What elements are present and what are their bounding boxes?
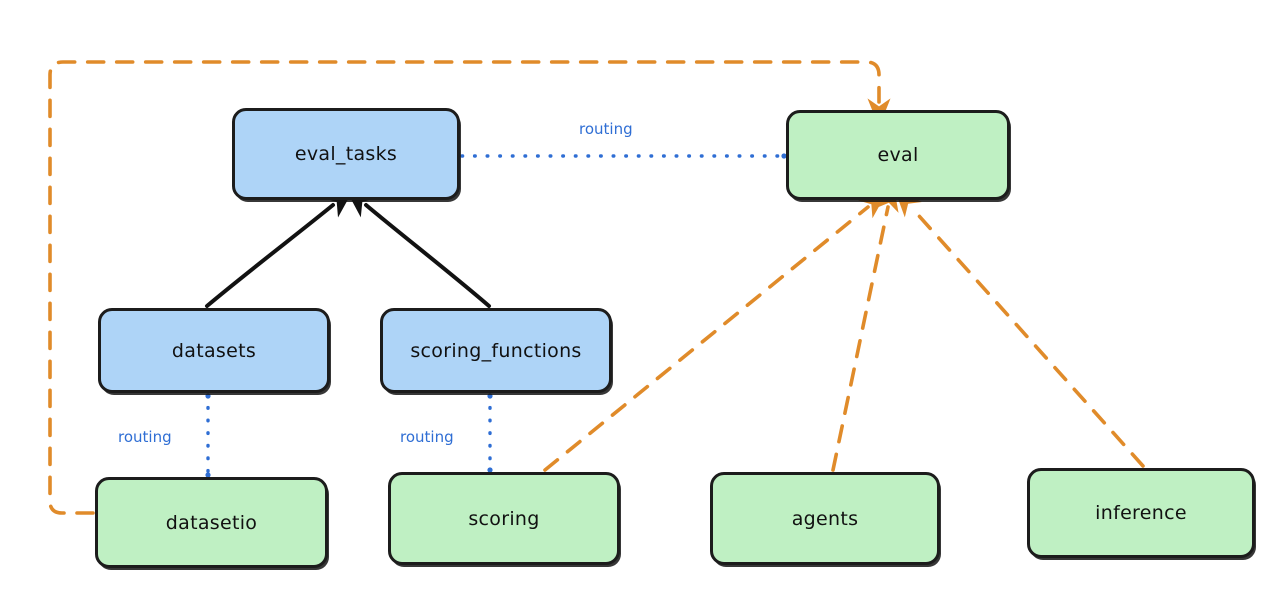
edge-label-routing-scoring-functions: routing bbox=[400, 428, 454, 446]
node-label-eval: eval bbox=[877, 144, 919, 166]
node-label-datasets: datasets bbox=[171, 339, 257, 362]
node-eval[interactable]: eval bbox=[786, 110, 1010, 200]
node-label-datasetio: datasetio bbox=[165, 511, 258, 534]
edge-datasets-eval-tasks bbox=[205, 187, 355, 308]
node-label-eval-tasks: eval_tasks bbox=[294, 143, 398, 165]
edge-routing-scoring-functions-scoring bbox=[487, 393, 493, 473]
node-inference[interactable]: inference bbox=[1027, 468, 1255, 558]
node-label-agents: agents bbox=[791, 507, 859, 530]
edge-routing-eval-tasks-eval bbox=[460, 153, 787, 159]
edge-routing-datasets-datasetio bbox=[205, 393, 211, 478]
node-label-scoring: scoring bbox=[468, 507, 540, 530]
node-eval-tasks[interactable]: eval_tasks bbox=[232, 108, 460, 200]
edge-scoring-eval bbox=[543, 191, 888, 472]
edge-scoring-functions-eval-tasks bbox=[344, 186, 491, 308]
edge-label-routing-datasets: routing bbox=[118, 428, 172, 446]
node-scoring[interactable]: scoring bbox=[388, 472, 620, 565]
node-label-inference: inference bbox=[1095, 502, 1187, 524]
edge-datasetio-eval bbox=[48, 60, 891, 515]
edge-label-routing-eval-tasks: routing bbox=[579, 120, 633, 138]
edge-inference-eval bbox=[894, 188, 1145, 468]
node-scoring-functions[interactable]: scoring_functions bbox=[380, 308, 612, 393]
node-datasetio[interactable]: datasetio bbox=[95, 477, 328, 568]
edge-agents-eval bbox=[831, 182, 899, 472]
node-datasets[interactable]: datasets bbox=[98, 308, 330, 393]
node-label-scoring-functions: scoring_functions bbox=[410, 339, 582, 362]
node-agents[interactable]: agents bbox=[710, 472, 940, 565]
